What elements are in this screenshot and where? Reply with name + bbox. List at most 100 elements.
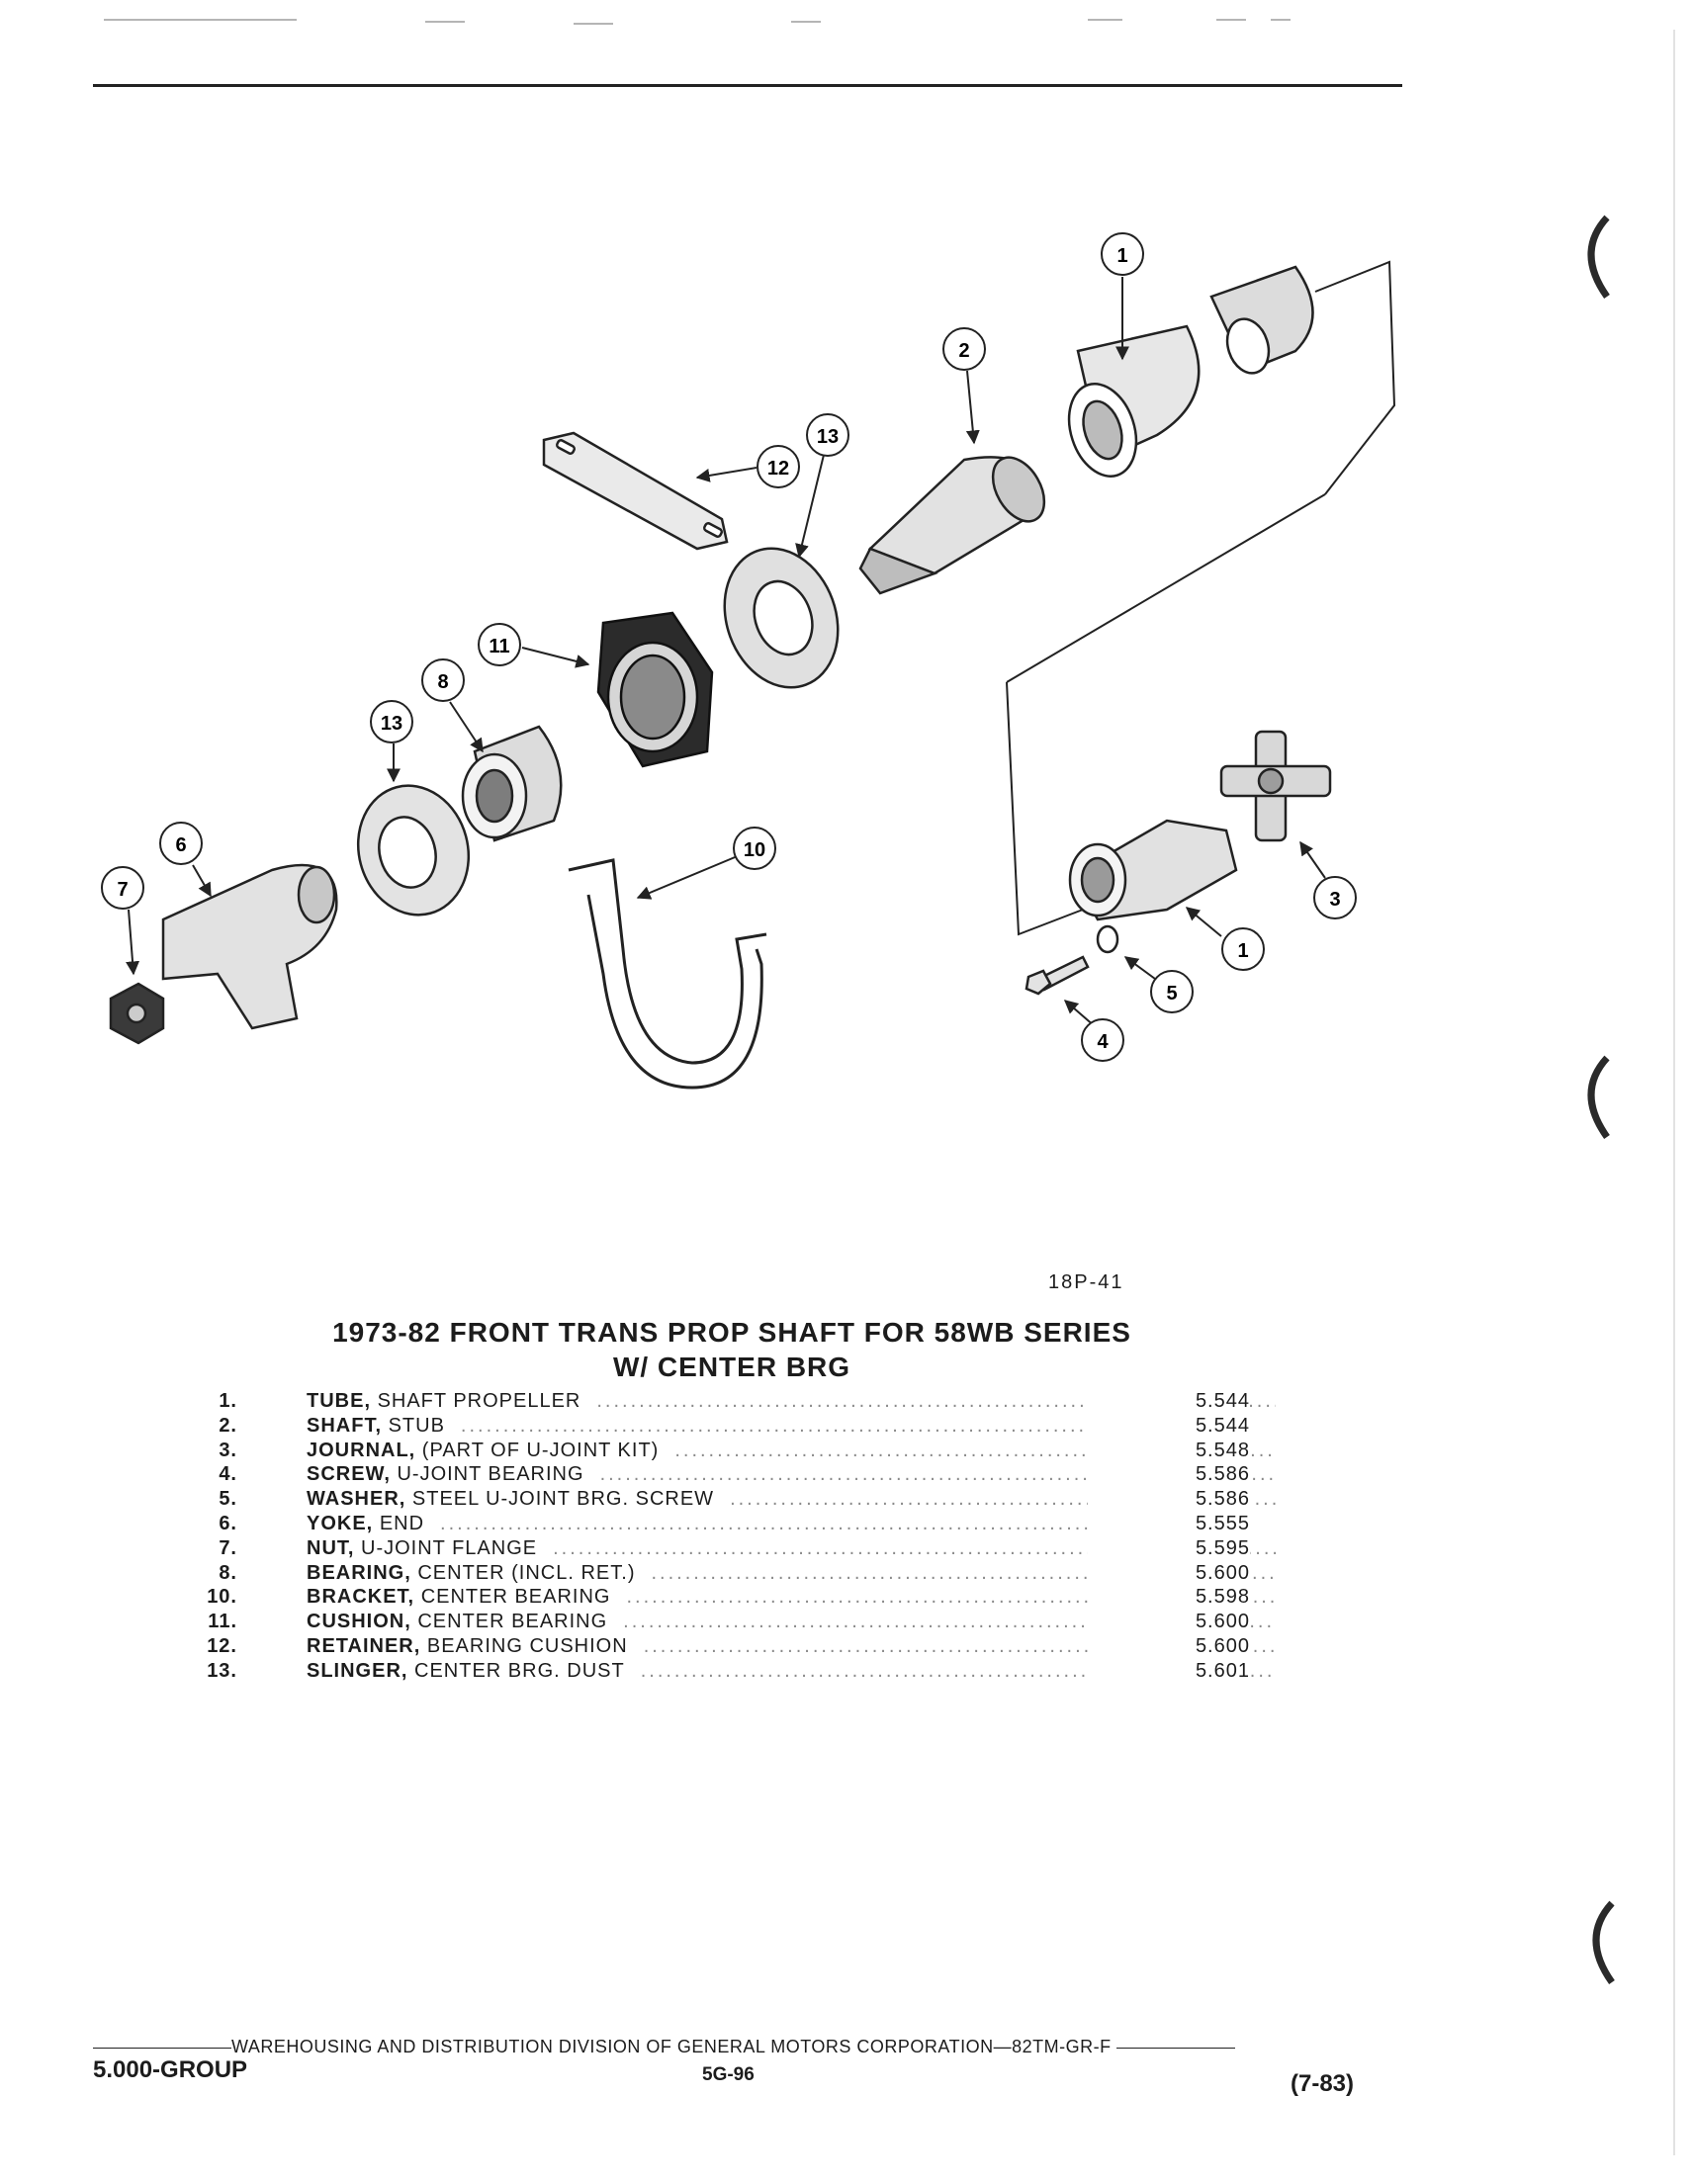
header-rule: [93, 84, 1402, 87]
callout-3: 3: [1313, 876, 1357, 919]
svg-text:7: 7: [117, 879, 128, 901]
page-title: 1973-82 FRONT TRANS PROP SHAFT FOR 58WB …: [297, 1315, 1167, 1384]
footer-date: (7-83): [1291, 2070, 1355, 2097]
retainer-part: [542, 431, 729, 551]
figure-code: 18P-41: [1048, 1271, 1124, 1293]
part-detail: STUB: [388, 1414, 445, 1437]
slinger-upper-part: [723, 547, 840, 689]
svg-text:4: 4: [1097, 1031, 1109, 1053]
list-item: 1.TUBE, SHAFT PROPELLER.................…: [178, 1390, 1276, 1415]
group-number: 5.600: [1088, 1611, 1250, 1634]
group-number: 5.601: [1088, 1659, 1250, 1683]
svg-text:12: 12: [767, 458, 789, 480]
footer-division-text: WAREHOUSING AND DISTRIBUTION DIVISION OF…: [231, 2037, 1112, 2056]
footer-division-line: WAREHOUSING AND DISTRIBUTION DIVISION OF…: [93, 2037, 1236, 2057]
part-detail: CENTER BEARING: [417, 1611, 608, 1633]
svg-text:6: 6: [175, 834, 186, 856]
part-number: 1.: [219, 1390, 237, 1412]
svg-text:1: 1: [1237, 940, 1248, 962]
page-edge: [1673, 30, 1675, 2155]
tube-part: [1067, 265, 1314, 478]
footer-dash-right: [1116, 2047, 1236, 2049]
part-name: SLINGER,: [307, 1659, 408, 1682]
binder-hole-middle: [1587, 1055, 1610, 1140]
callout-13-lower: 13: [370, 700, 413, 743]
part-description: SHAFT, STUB.............................…: [307, 1415, 1276, 1438]
callout-2: 2: [942, 327, 986, 371]
part-name: SHAFT,: [307, 1414, 382, 1437]
list-item: 5.WASHER, STEEL U-JOINT BRG. SCREW......…: [178, 1488, 1276, 1513]
part-name: BRACKET,: [307, 1586, 415, 1609]
group-number: 5.555: [1088, 1512, 1250, 1535]
part-description: YOKE, END...............................…: [307, 1513, 1276, 1535]
dot-leader: ........................................…: [440, 1512, 1203, 1534]
part-detail: CENTER BRG. DUST: [414, 1659, 625, 1682]
part-name: RETAINER,: [307, 1634, 421, 1657]
bracket-part: [568, 858, 767, 1090]
callout-13-upper: 13: [806, 413, 849, 457]
part-name: TUBE,: [307, 1390, 371, 1412]
callout-10: 10: [733, 827, 776, 870]
part-detail: BEARING CUSHION: [426, 1634, 628, 1657]
callout-1-top: 1: [1101, 232, 1144, 276]
part-detail: (PART OF U-JOINT KIT): [421, 1439, 660, 1461]
part-name: WASHER,: [307, 1488, 406, 1511]
slinger-lower-part: [356, 784, 471, 917]
nut-part: [109, 982, 165, 1045]
group-number: 5.586: [1088, 1488, 1250, 1512]
part-name: YOKE,: [307, 1512, 374, 1534]
part-number: 10.: [207, 1586, 237, 1609]
svg-text:8: 8: [437, 671, 448, 693]
svg-text:2: 2: [958, 340, 969, 362]
part-number: 2.: [219, 1414, 237, 1437]
list-item: 10.BRACKET, CENTER BEARING..............…: [178, 1586, 1276, 1611]
cushion-part: [596, 611, 714, 768]
list-item: 3.JOURNAL, (PART OF U-JOINT KIT)........…: [178, 1439, 1276, 1464]
list-item: 13.SLINGER, CENTER BRG. DUST............…: [178, 1659, 1276, 1685]
footer-group-label: 5.000-GROUP: [93, 2056, 248, 2083]
group-number: 5.600: [1088, 1634, 1250, 1658]
part-name: BEARING,: [307, 1561, 411, 1584]
callout-1-lower: 1: [1221, 927, 1265, 971]
svg-text:11: 11: [489, 636, 509, 657]
part-number: 13.: [207, 1659, 237, 1682]
svg-text:3: 3: [1329, 889, 1340, 911]
list-item: 4.SCREW, U-JOINT BEARING................…: [178, 1463, 1276, 1488]
group-number: 5.544: [1088, 1414, 1250, 1438]
group-number: 5.598: [1088, 1586, 1250, 1610]
callout-5: 5: [1150, 970, 1194, 1013]
part-detail: CENTER (INCL. RET.): [417, 1561, 636, 1584]
exploded-view-diagram: 1 2 13 12 11 8 13 6 7 10 3 1 5 4: [101, 232, 1396, 1090]
part-name: CUSHION,: [307, 1611, 411, 1633]
dot-leader: ........................................…: [460, 1414, 1223, 1437]
part-detail: END: [379, 1512, 425, 1534]
footer-dash-left: [93, 2047, 231, 2049]
svg-text:10: 10: [744, 839, 765, 861]
callout-4: 4: [1081, 1018, 1124, 1062]
part-number: 6.: [219, 1512, 237, 1534]
svg-text:5: 5: [1166, 983, 1177, 1005]
part-detail: CENTER BEARING: [420, 1586, 611, 1609]
part-detail: U-JOINT FLANGE: [361, 1536, 538, 1559]
scan-marks: [104, 19, 1291, 25]
part-number: 8.: [219, 1561, 237, 1584]
slip-yoke-part: [1068, 819, 1238, 921]
title-line-2: W/ CENTER BRG: [612, 1352, 851, 1382]
svg-text:13: 13: [817, 426, 839, 448]
callout-8: 8: [421, 658, 465, 702]
part-number: 11.: [208, 1611, 237, 1633]
part-name: SCREW,: [307, 1463, 391, 1486]
part-number: 4.: [219, 1463, 237, 1486]
callout-12: 12: [757, 445, 800, 488]
binder-hole-top: [1587, 215, 1610, 300]
screw-part: [1025, 955, 1090, 996]
part-number: 5.: [219, 1488, 237, 1511]
part-detail: STEEL U-JOINT BRG. SCREW: [411, 1488, 715, 1511]
callout-11: 11: [478, 623, 521, 666]
svg-text:1: 1: [1116, 245, 1127, 267]
list-item: 12.RETAINER, BEARING CUSHION............…: [178, 1634, 1276, 1660]
part-name: NUT,: [307, 1536, 355, 1559]
footer-page-number: 5G-96: [702, 2064, 755, 2085]
part-detail: U-JOINT BEARING: [397, 1463, 584, 1486]
group-number: 5.544: [1088, 1390, 1250, 1413]
